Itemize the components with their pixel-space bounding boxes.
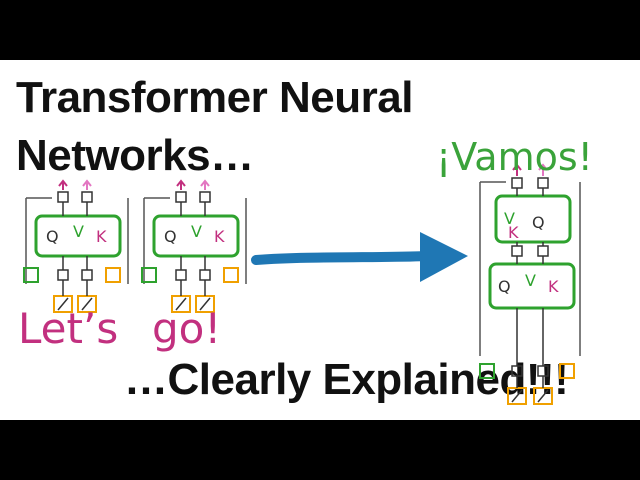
q-label: Q — [498, 277, 511, 296]
encoder-diagram-1: Q V K — [23, 179, 129, 313]
k-label: K — [508, 223, 519, 242]
title-line-2: Networks… — [16, 131, 254, 180]
letterbox-top-bar — [0, 0, 640, 60]
k-label: K — [548, 277, 559, 296]
v-label: V — [504, 209, 515, 228]
big-right-arrow — [251, 232, 468, 282]
v-label: V — [525, 271, 536, 290]
transformer-diagrams: Q V K Q V K — [23, 163, 581, 405]
thumbnail-frame: Transformer Neural Networks… …Clearly Ex… — [0, 60, 640, 420]
k-label: K — [214, 227, 225, 246]
decoder-diagram: V K Q Q V K — [479, 163, 581, 405]
q-label: Q — [164, 227, 177, 246]
title-line-1: Transformer Neural — [16, 73, 413, 122]
v-label: V — [73, 222, 84, 241]
v-label: V — [191, 222, 202, 241]
k-label: K — [96, 227, 107, 246]
q-label: Q — [532, 213, 545, 232]
vamos-handwritten: ¡Vamos! — [436, 135, 593, 179]
lets-handwritten: Let’s — [18, 304, 119, 353]
go-handwritten: go! — [152, 304, 222, 353]
encoder-diagram-2: Q V K — [141, 179, 247, 313]
q-label: Q — [46, 227, 59, 246]
letterbox-bottom-bar — [0, 420, 640, 480]
